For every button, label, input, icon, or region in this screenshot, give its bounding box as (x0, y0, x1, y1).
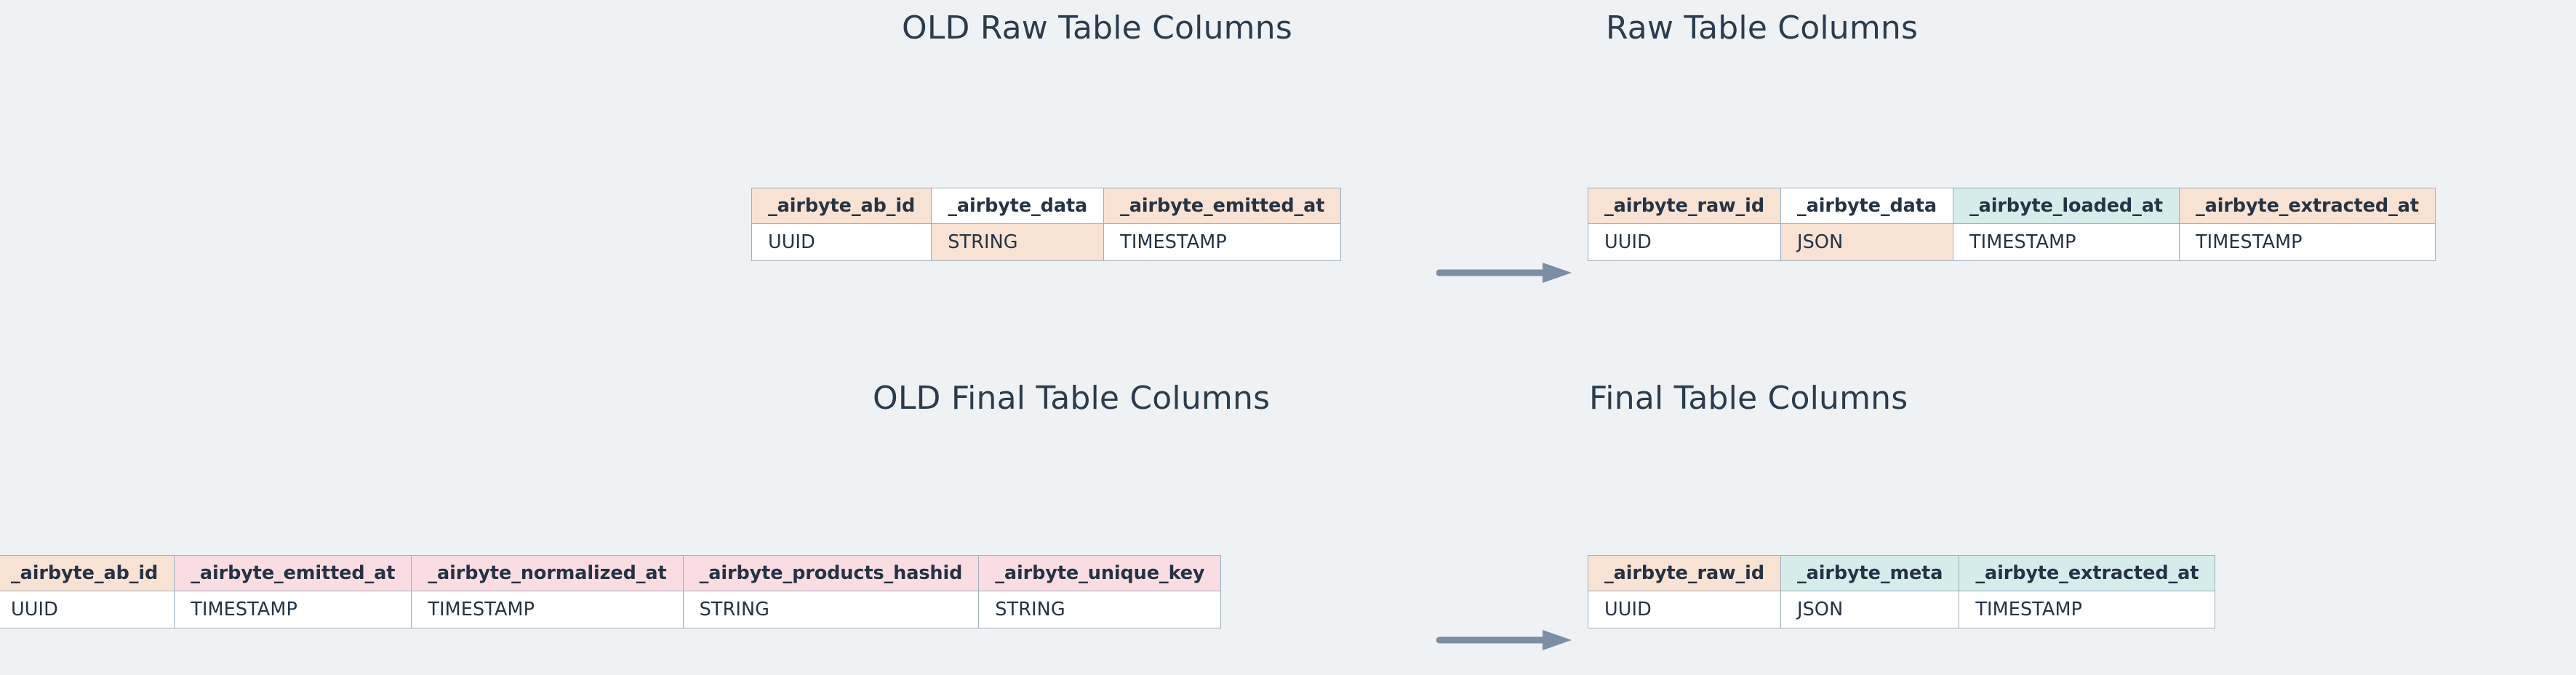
column-type-cell: TIMESTAMP (2178, 223, 2436, 261)
column-type-cell: UUID (1588, 591, 1781, 628)
column-type-cell: TIMESTAMP (1959, 591, 2216, 628)
column-type-cell: TIMESTAMP (1103, 223, 1342, 261)
column-header-cell: _airbyte_products_hashid (682, 555, 980, 591)
column-header-cell: _airbyte_raw_id (1588, 188, 1781, 224)
column-header-cell: _airbyte_data (931, 188, 1105, 224)
table-type-row: UUID STRING TIMESTAMP (751, 223, 1342, 261)
column-type-cell: STRING (931, 223, 1105, 261)
table-header-row: _airbyte_raw_id _airbyte_meta _airbyte_e… (1588, 555, 2216, 591)
table-raw: _airbyte_raw_id _airbyte_data _airbyte_l… (1588, 188, 2436, 261)
column-type-cell: STRING (978, 591, 1222, 628)
table-old-final: _airbyte_ab_id _airbyte_emitted_at _airb… (0, 555, 1222, 628)
column-type-cell: UUID (1588, 223, 1781, 261)
section-title-raw-table: Raw Table Columns (1606, 9, 1919, 47)
arrow-right-icon (1436, 263, 1572, 283)
column-type-cell: STRING (682, 591, 980, 628)
column-header-cell: _airbyte_unique_key (978, 555, 1222, 591)
column-type-cell: TIMESTAMP (174, 591, 412, 628)
column-type-cell: TIMESTAMP (411, 591, 684, 628)
column-header-cell: _airbyte_emitted_at (174, 555, 412, 591)
table-type-row: UUID JSON TIMESTAMP (1588, 591, 2216, 628)
section-title-final-table: Final Table Columns (1589, 380, 1908, 417)
column-header-cell: _airbyte_ab_id (751, 188, 932, 224)
column-header-cell: _airbyte_extracted_at (2178, 188, 2436, 224)
column-header-cell: _airbyte_data (1780, 188, 1953, 224)
table-old-raw: _airbyte_ab_id _airbyte_data _airbyte_em… (751, 188, 1342, 261)
table-type-row: UUID JSON TIMESTAMP TIMESTAMP (1588, 223, 2436, 261)
column-header-cell: _airbyte_extracted_at (1959, 555, 2216, 591)
column-header-cell: _airbyte_raw_id (1588, 555, 1781, 591)
table-header-row: _airbyte_ab_id _airbyte_data _airbyte_em… (751, 188, 1342, 224)
column-type-cell: JSON (1780, 223, 1953, 261)
column-header-cell: _airbyte_meta (1780, 555, 1960, 591)
table-header-row: _airbyte_raw_id _airbyte_data _airbyte_l… (1588, 188, 2436, 224)
column-type-cell: UUID (751, 223, 932, 261)
column-type-cell: TIMESTAMP (1952, 223, 2180, 261)
column-header-cell: _airbyte_ab_id (0, 555, 175, 591)
section-title-old-final-table: OLD Final Table Columns (873, 380, 1271, 417)
table-type-row: UUID TIMESTAMP TIMESTAMP STRING STRING (0, 591, 1222, 628)
column-header-cell: _airbyte_loaded_at (1952, 188, 2180, 224)
column-header-cell: _airbyte_normalized_at (411, 555, 684, 591)
table-header-row: _airbyte_ab_id _airbyte_emitted_at _airb… (0, 555, 1222, 591)
column-type-cell: UUID (0, 591, 175, 628)
table-final: _airbyte_raw_id _airbyte_meta _airbyte_e… (1588, 555, 2216, 628)
column-type-cell: JSON (1780, 591, 1960, 628)
section-title-old-raw-table: OLD Raw Table Columns (902, 9, 1292, 47)
column-header-cell: _airbyte_emitted_at (1103, 188, 1342, 224)
arrow-right-icon (1436, 630, 1572, 650)
